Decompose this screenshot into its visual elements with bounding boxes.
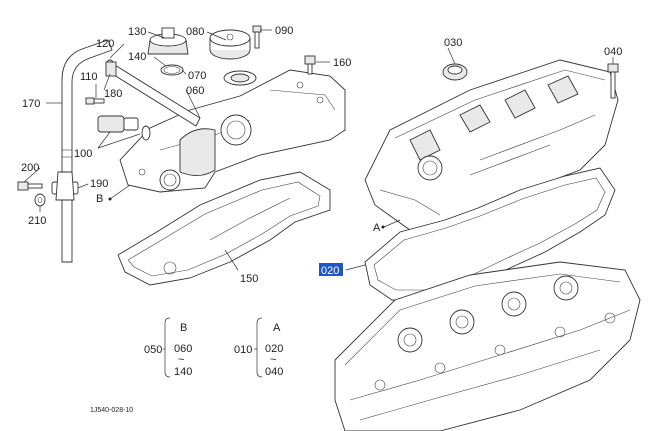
oil-filler-cap[interactable] bbox=[147, 27, 189, 55]
group-b-tilde: ~ bbox=[178, 354, 184, 366]
ref-b: B bbox=[96, 193, 103, 205]
group-b-code: 050 bbox=[144, 344, 162, 356]
head-cover[interactable] bbox=[119, 69, 346, 193]
breather-cover[interactable] bbox=[209, 29, 251, 60]
bolt-110[interactable] bbox=[85, 97, 105, 105]
callout-150[interactable]: 150 bbox=[240, 273, 258, 285]
callout-110[interactable]: 110 bbox=[80, 71, 98, 83]
hose-fitting[interactable] bbox=[105, 61, 117, 77]
leader-lines bbox=[23, 29, 614, 271]
clamp-washer[interactable] bbox=[34, 193, 46, 207]
callout-160[interactable]: 160 bbox=[333, 57, 351, 69]
ref-a: A bbox=[373, 222, 381, 234]
bolt-090[interactable] bbox=[252, 25, 262, 49]
callout-020[interactable]: 020 bbox=[321, 265, 339, 277]
group-b-letter: B bbox=[180, 322, 187, 334]
callout-080[interactable]: 080 bbox=[186, 26, 204, 38]
group-a-code: 010 bbox=[234, 344, 252, 356]
figure-code: 1J540-028-10 bbox=[90, 407, 133, 414]
o-ring-070[interactable] bbox=[160, 64, 184, 76]
callout-100[interactable]: 100 bbox=[74, 148, 92, 160]
callout-190[interactable]: 190 bbox=[90, 178, 108, 190]
group-a-from: 020 bbox=[265, 343, 283, 355]
callout-090[interactable]: 090 bbox=[275, 25, 293, 37]
diaphragm[interactable] bbox=[223, 70, 257, 86]
callout-060[interactable]: 060 bbox=[186, 85, 204, 97]
group-a-legend: 010 A 020 ~ 040 bbox=[234, 317, 283, 378]
callout-120[interactable]: 120 bbox=[96, 38, 114, 50]
callout-180[interactable]: 180 bbox=[104, 88, 122, 100]
callout-210[interactable]: 210 bbox=[28, 215, 46, 227]
callout-130[interactable]: 130 bbox=[128, 26, 146, 38]
group-a-to: 040 bbox=[265, 366, 283, 378]
sensor-100[interactable] bbox=[97, 115, 151, 141]
callout-040[interactable]: 040 bbox=[604, 46, 622, 58]
hose-clamp[interactable] bbox=[51, 171, 79, 201]
cylinder-head[interactable] bbox=[334, 261, 641, 431]
breather-hose[interactable] bbox=[61, 39, 113, 263]
bolt-160[interactable] bbox=[304, 55, 316, 75]
clamp-bolt[interactable] bbox=[17, 181, 43, 191]
callout-070[interactable]: 070 bbox=[188, 70, 206, 82]
callout-170[interactable]: 170 bbox=[22, 98, 40, 110]
callout-140[interactable]: 140 bbox=[128, 51, 146, 63]
group-a-tilde: ~ bbox=[270, 354, 276, 366]
group-b-from: 060 bbox=[174, 343, 192, 355]
group-b-legend: 050 B 060 ~ 140 bbox=[144, 317, 192, 378]
group-a-letter: A bbox=[273, 322, 281, 334]
callout-200[interactable]: 200 bbox=[21, 162, 39, 174]
rocker-cover[interactable] bbox=[364, 59, 619, 231]
callout-020-highlighted[interactable]: 020 bbox=[319, 263, 343, 277]
callout-030[interactable]: 030 bbox=[444, 37, 462, 49]
oil-seal[interactable] bbox=[442, 63, 468, 81]
group-b-to: 140 bbox=[174, 366, 192, 378]
head-cover-gasket[interactable] bbox=[117, 171, 331, 286]
